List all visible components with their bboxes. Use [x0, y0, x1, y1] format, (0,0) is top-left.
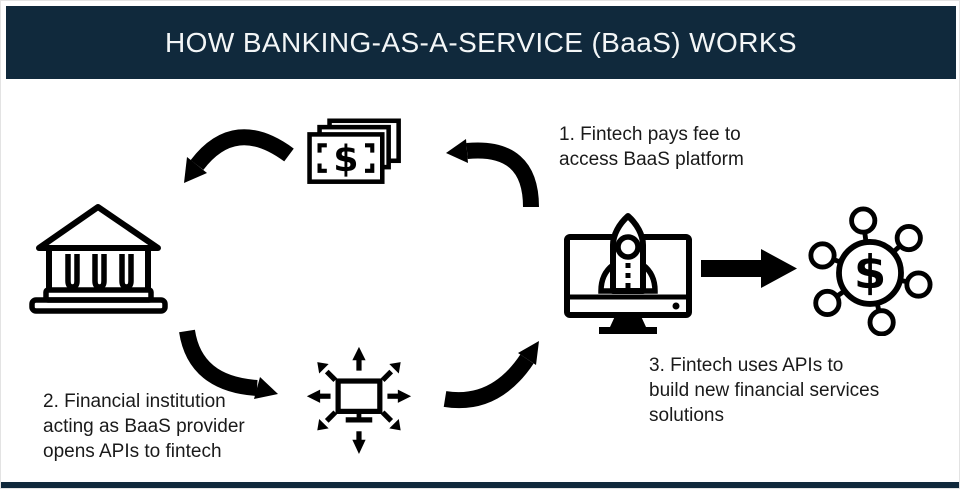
step-3-label: 3. Fintech uses APIs to build new financ… [649, 353, 914, 428]
bill-corner-bracket [317, 143, 327, 153]
step-1-line-2: access BaaS platform [559, 149, 744, 170]
bill-corner-bracket [365, 163, 375, 173]
dollar-sign: $ [854, 245, 886, 299]
network-node [808, 241, 837, 270]
bank-icon [29, 204, 168, 314]
rocket-launch-monitor-icon [564, 213, 692, 334]
step-2-label: 2. Financial institution acting as BaaS … [43, 389, 283, 464]
step-1-label: 1. Fintech pays fee to access BaaS platf… [559, 122, 794, 172]
network-node [904, 270, 933, 299]
step-2-line-2: acting as BaaS provider [43, 416, 245, 437]
dollar-sign: $ [333, 138, 358, 181]
monitor-base [599, 327, 657, 334]
footer-bar [1, 482, 959, 488]
curved-arrow-fintech-to-money-icon [446, 139, 539, 208]
bank-column-gap [65, 254, 80, 290]
monitor-stand [610, 314, 646, 327]
network-node [894, 223, 923, 253]
step-3-line-3: solutions [649, 405, 724, 426]
curved-arrow-apis-to-fintech-icon [443, 341, 539, 409]
curved-arrow-money-to-bank-icon [184, 129, 294, 183]
network-node [849, 206, 878, 235]
straight-arrow-fintech-to-solutions-icon [701, 249, 797, 288]
bill-corner-bracket [365, 143, 375, 153]
bank-step-lower [29, 297, 168, 314]
page-title: HOW BANKING-AS-A-SERVICE (BaaS) WORKS [165, 26, 797, 58]
bank-column-gap [119, 254, 134, 290]
step-1-line-1: 1. Fintech pays fee to [559, 124, 741, 145]
rocket-window [615, 234, 641, 260]
network-hub [836, 239, 904, 307]
network-node [813, 288, 842, 318]
bill-corner-bracket [317, 163, 327, 173]
step-3-line-1: 3. Fintech uses APIs to [649, 355, 844, 376]
monitor-power-dot [672, 302, 680, 310]
curved-arrow-bank-to-apis-icon [179, 329, 278, 399]
header-bar: HOW BANKING-AS-A-SERVICE (BaaS) WORKS [6, 6, 956, 79]
network-node [867, 308, 896, 336]
step-3-line-2: build new financial services [649, 380, 880, 401]
step-2-line-1: 2. Financial institution [43, 391, 226, 412]
api-box [335, 378, 383, 414]
bank-column-gap [92, 254, 107, 290]
api-expand-icon [306, 346, 412, 455]
step-2-line-3: opens APIs to fintech [43, 441, 222, 462]
money-bills-icon: $ [307, 118, 401, 184]
dollar-network-icon: $ [808, 206, 933, 336]
